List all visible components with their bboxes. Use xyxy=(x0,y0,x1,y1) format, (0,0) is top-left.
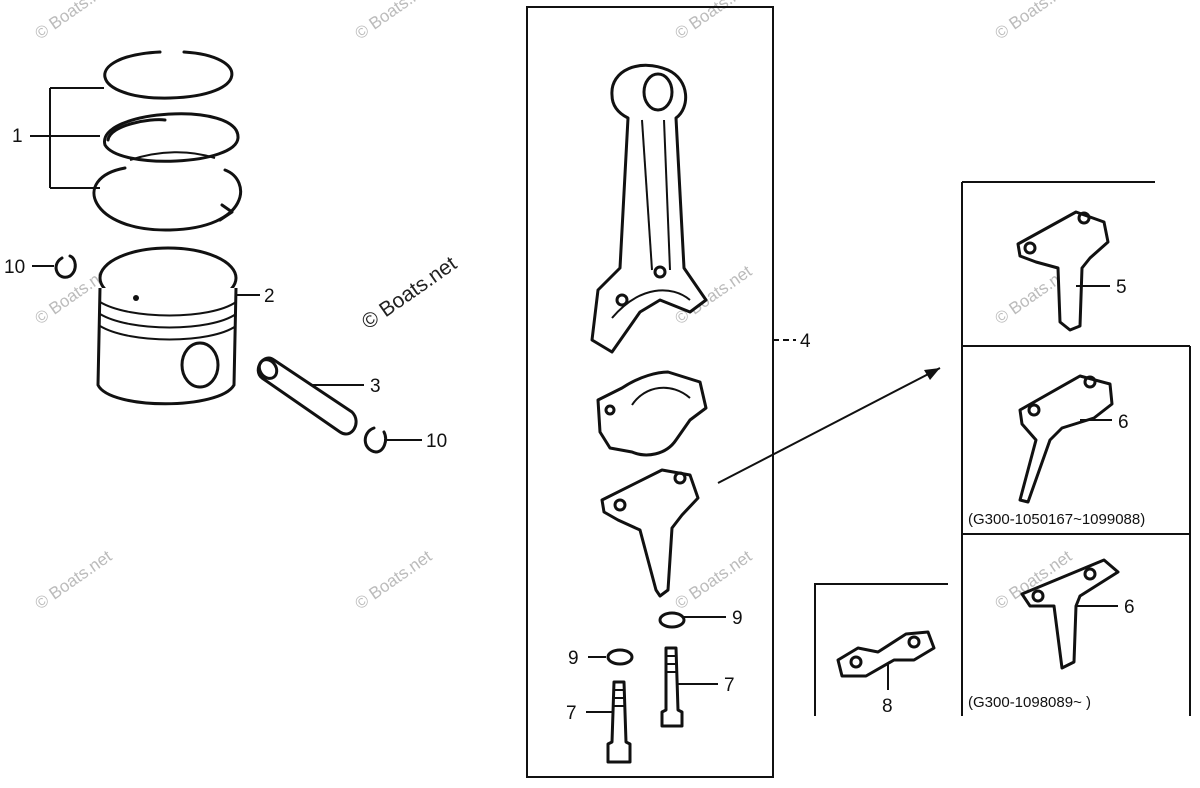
callout-piston: 2 xyxy=(264,286,275,307)
arrowhead-icon xyxy=(924,368,940,380)
bolt-hole xyxy=(907,635,921,649)
serial-range-note-2: (G300-1098089~ ) xyxy=(968,694,1091,711)
piston-mark xyxy=(133,295,139,301)
piston-ring-oil xyxy=(92,166,242,232)
piston-ring-groove xyxy=(99,301,237,317)
lock-plate-body xyxy=(836,630,936,678)
callout-dipper-5: 5 xyxy=(1116,277,1127,298)
lock-plate xyxy=(836,630,936,678)
callout-washer-right: 9 xyxy=(732,608,743,629)
piston-skirt xyxy=(96,287,238,406)
connecting-rod-cap xyxy=(596,370,708,457)
piston-ring-middle-inner xyxy=(106,118,167,142)
piston-pin xyxy=(256,356,358,436)
reference-arrow-line xyxy=(717,367,941,484)
oil-dipper-variant-6a xyxy=(1018,374,1114,504)
circlip-right xyxy=(363,426,388,454)
piston-ring-top xyxy=(103,50,234,100)
callout-bolt-left: 7 xyxy=(566,703,577,724)
bolt-hole xyxy=(604,404,616,416)
callout-ring-set: 1 xyxy=(12,126,23,147)
oil-dipper-plate xyxy=(600,468,700,598)
bolt-hole xyxy=(1031,589,1045,603)
piston-ring-middle xyxy=(103,112,240,163)
washer-right xyxy=(658,611,686,629)
bolt-hole xyxy=(613,498,627,512)
lock-plate-frame xyxy=(814,583,948,716)
bolt-hole xyxy=(1083,567,1097,581)
watermark: © Boats.net xyxy=(31,0,115,43)
serial-range-note-1: (G300-1050167~1099088) xyxy=(968,511,1145,528)
connecting-rod-big-end xyxy=(611,289,691,319)
piston-pin-end xyxy=(257,358,279,380)
piston-pin-body xyxy=(256,356,358,436)
connecting-rod xyxy=(590,63,708,354)
connecting-rod-body xyxy=(590,63,708,354)
piston-ring-set xyxy=(92,50,242,232)
dipper-6b-plate xyxy=(1020,558,1120,670)
connecting-rod-web xyxy=(663,119,671,271)
bolt-hole xyxy=(1027,403,1041,417)
bolt-hole xyxy=(673,471,687,485)
bolt-hole xyxy=(1077,211,1091,225)
watermark-dark: © Boats.net xyxy=(358,252,461,334)
rod-cap-arc xyxy=(631,386,691,406)
bolt-hole xyxy=(1023,241,1037,255)
watermark: © Boats.net xyxy=(991,0,1075,43)
piston-ring-groove xyxy=(99,313,237,329)
watermark: © Boats.net xyxy=(351,0,435,43)
dipper-6a-plate xyxy=(1018,374,1114,504)
bolt-hole xyxy=(1083,375,1097,389)
washer-left xyxy=(606,648,634,666)
oil-dipper-variant-5 xyxy=(1016,210,1110,332)
callout-lock-plate: 8 xyxy=(882,696,893,717)
piston-pin-boss xyxy=(180,341,220,389)
bolt-hole xyxy=(653,265,667,279)
watermark: © Boats.net xyxy=(351,546,435,613)
connecting-rod-web xyxy=(641,119,653,271)
callout-dipper-6a: 6 xyxy=(1118,412,1129,433)
callout-clip-right: 10 xyxy=(426,431,447,452)
bolt-hole xyxy=(615,293,629,307)
watermark: © Boats.net xyxy=(671,546,755,613)
callout-clip-left: 10 xyxy=(4,257,25,278)
rod-cap-body xyxy=(596,370,708,457)
bolt-hole xyxy=(849,655,863,669)
callout-bolt-right: 7 xyxy=(724,675,735,696)
circlip-left xyxy=(54,254,77,279)
connecting-rod-small-end-bore xyxy=(642,72,674,112)
bolt-right xyxy=(660,646,684,728)
callout-dipper-6b: 6 xyxy=(1124,597,1135,618)
oil-dipper-main xyxy=(600,468,700,598)
oil-dipper-variant-6b xyxy=(1020,558,1120,670)
connecting-rod-assembly-frame xyxy=(526,6,774,778)
callout-piston-pin: 3 xyxy=(370,376,381,397)
callout-connecting-rod: 4 xyxy=(800,331,811,352)
piston xyxy=(96,246,238,406)
bolt-left xyxy=(606,680,632,764)
watermark: © Boats.net xyxy=(31,546,115,613)
piston-ring-oil-gap xyxy=(218,203,234,222)
piston-ring-groove xyxy=(99,325,237,341)
dipper-5-plate xyxy=(1016,210,1110,332)
bolt-left-body xyxy=(606,680,632,764)
piston-ring-oil-detail xyxy=(129,151,216,161)
bolt-right-body xyxy=(660,646,684,728)
callout-washer-left: 9 xyxy=(568,648,579,669)
